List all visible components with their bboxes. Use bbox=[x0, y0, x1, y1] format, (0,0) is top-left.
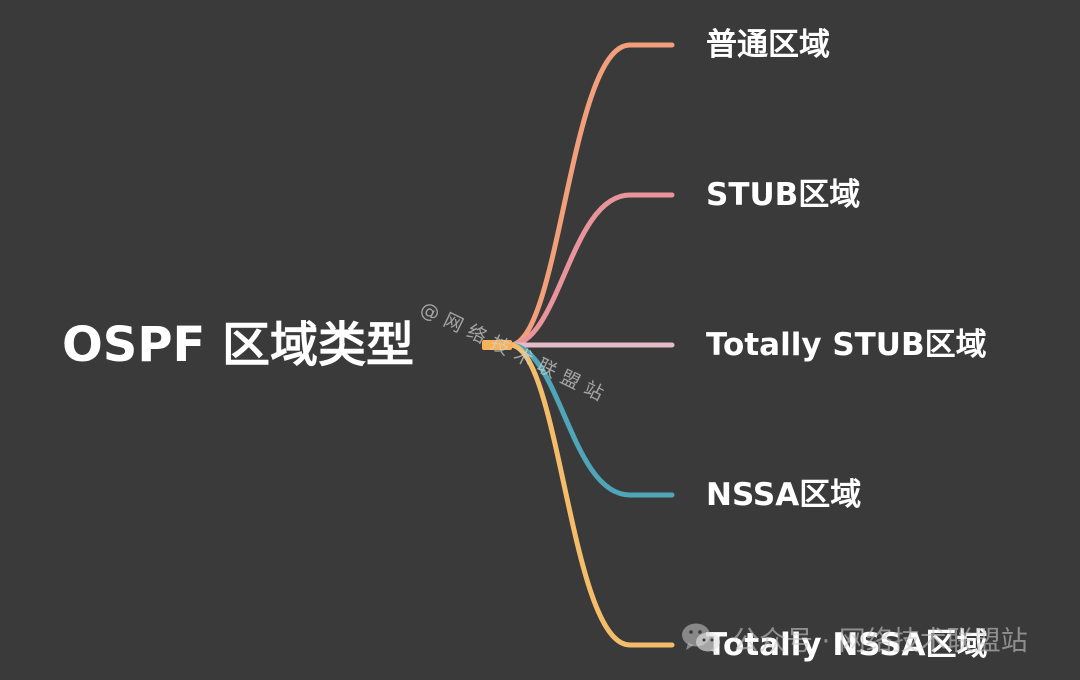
branch-line-nssa-area bbox=[507, 342, 675, 498]
branch-connectors bbox=[507, 42, 675, 648]
footer-brand-text: 公众号 · 网络技术联盟站 bbox=[732, 625, 1028, 657]
wechat-icon bbox=[682, 623, 720, 654]
branch-line-totally-nssa-area bbox=[507, 342, 675, 648]
branch-label-normal-area: 普通区域 bbox=[706, 27, 830, 63]
branch-label-totally-stub-area: Totally STUB区域 bbox=[706, 327, 987, 363]
root-connector bbox=[482, 340, 512, 350]
branch-line-normal-area bbox=[507, 42, 675, 348]
root-title: OSPF 区域类型 bbox=[62, 317, 415, 373]
footer-brand: 公众号 · 网络技术联盟站 bbox=[680, 620, 1028, 657]
branch-label-stub-area: STUB区域 bbox=[706, 177, 861, 213]
branch-line-stub-area bbox=[507, 192, 675, 348]
branch-label-totally-nssa-area: Totally NSSA区域 bbox=[706, 627, 988, 663]
branch-label-nssa-area: NSSA区域 bbox=[706, 477, 862, 513]
